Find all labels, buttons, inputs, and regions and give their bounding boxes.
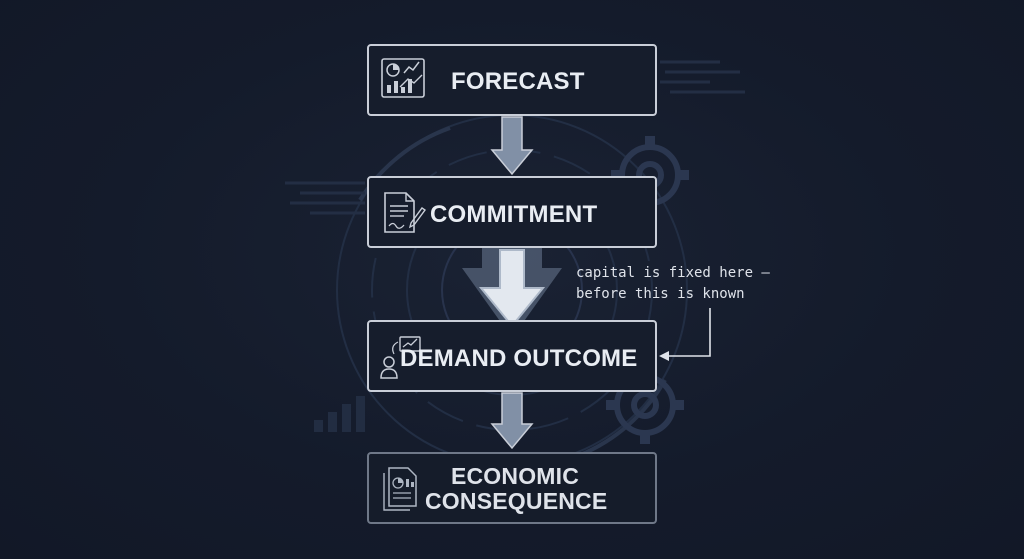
person-trend-icon bbox=[380, 336, 421, 379]
annotation-line-1: capital is fixed here — bbox=[576, 265, 770, 281]
step-demand-outcome: DEMAND OUTCOME bbox=[367, 320, 657, 392]
annotation-line-2: before this is known bbox=[576, 286, 745, 302]
annotation-arrowhead bbox=[659, 351, 669, 361]
step-forecast-label: FORECAST bbox=[451, 68, 585, 95]
annotation-connector bbox=[668, 308, 711, 357]
arrow-commitment-to-demand-highlight bbox=[478, 249, 546, 328]
chart-dashboard-icon bbox=[381, 58, 425, 98]
signed-document-icon bbox=[384, 192, 426, 233]
step-economic-consequence: ECONOMIC CONSEQUENCE bbox=[367, 452, 657, 524]
arrow-forecast-to-commitment bbox=[490, 116, 534, 176]
step-economic-label-line1: ECONOMIC bbox=[450, 463, 580, 489]
step-commitment-label: COMMITMENT bbox=[430, 201, 598, 228]
step-economic-label-line2: CONSEQUENCE bbox=[425, 488, 608, 514]
step-commitment: COMMITMENT bbox=[367, 176, 657, 248]
arrow-demand-to-economic bbox=[490, 392, 534, 450]
report-document-icon bbox=[383, 467, 417, 511]
step-forecast: FORECAST bbox=[367, 44, 657, 116]
step-economic-label: ECONOMIC CONSEQUENCE bbox=[425, 463, 608, 514]
step-demand-label: DEMAND OUTCOME bbox=[400, 345, 638, 372]
